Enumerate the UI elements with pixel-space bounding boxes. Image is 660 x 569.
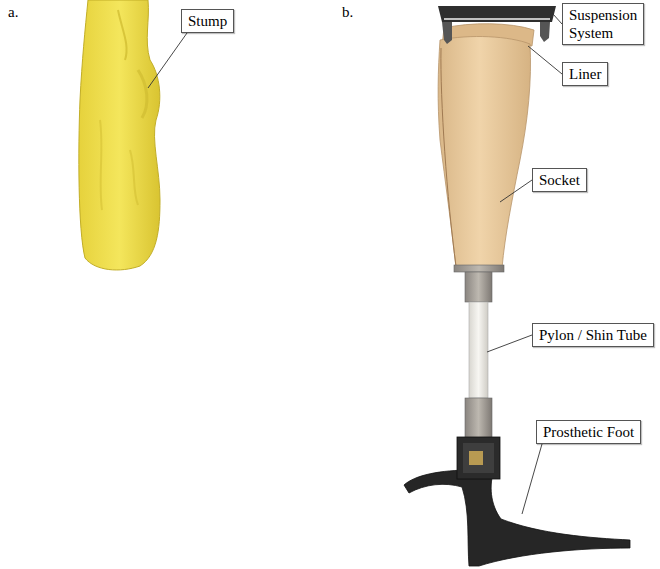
- part-label: Suspension System: [569, 6, 637, 42]
- leader-line: [148, 33, 187, 88]
- leader-line: [528, 46, 562, 74]
- panel-label: b.: [342, 4, 353, 21]
- stump-model: [79, 0, 160, 270]
- part-label: Liner: [569, 65, 601, 83]
- leader-line: [487, 335, 532, 352]
- part-label: Pylon / Shin Tube: [539, 326, 647, 344]
- part-label: Socket: [539, 171, 580, 189]
- callout-box: Suspension System: [562, 3, 644, 45]
- part-label: Prosthetic Foot: [543, 423, 634, 441]
- callout-box: Socket: [532, 168, 587, 192]
- leader-line: [553, 14, 562, 24]
- callout-box: Pylon / Shin Tube: [532, 323, 654, 347]
- callout-box: Prosthetic Foot: [536, 420, 641, 444]
- callout-box: Stump: [181, 9, 234, 33]
- part-label: Stump: [188, 12, 227, 30]
- callout-box: Liner: [562, 62, 608, 86]
- prosthesis: [404, 6, 630, 566]
- panel-label: a.: [8, 4, 18, 21]
- leader-line: [500, 180, 532, 202]
- leader-line: [522, 444, 542, 514]
